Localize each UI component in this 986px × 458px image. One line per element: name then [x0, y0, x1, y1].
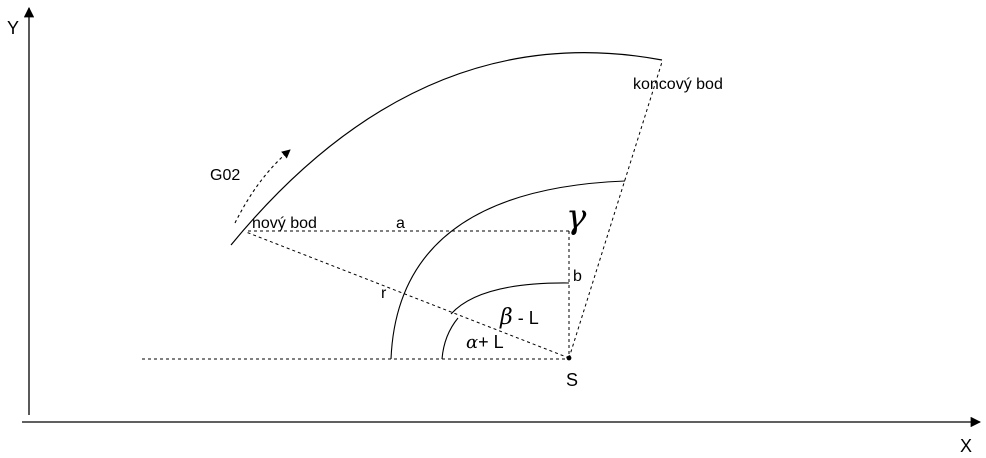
alpha-suffix: + L [478, 332, 504, 352]
beta-angle-label: β - L [499, 305, 539, 330]
center-point [566, 355, 572, 361]
command-label: G02 [210, 167, 240, 184]
beta-arc [450, 282, 570, 315]
y-axis-label: Y [7, 18, 19, 38]
beta-symbol: β [499, 305, 513, 330]
gamma-arc [390, 180, 626, 360]
outer-arc [230, 52, 663, 246]
gamma-label: γ [566, 197, 587, 237]
side-a-label: a [396, 215, 405, 232]
side-b-label: b [573, 268, 582, 285]
end-point-label: koncový bod [633, 76, 723, 93]
end-point-radius [568, 61, 663, 359]
radius-label: r [381, 285, 387, 302]
center-label: S [566, 370, 578, 390]
x-axis-label: X [960, 436, 972, 456]
new-point-radius [245, 231, 570, 359]
alpha-symbol: α [466, 332, 478, 353]
beta-suffix: - L [513, 308, 539, 328]
new-point-label: nový bod [252, 215, 317, 232]
direction-arrow [234, 149, 291, 224]
alpha-arc [441, 317, 459, 360]
alpha-angle-label: α+ L [466, 332, 504, 353]
